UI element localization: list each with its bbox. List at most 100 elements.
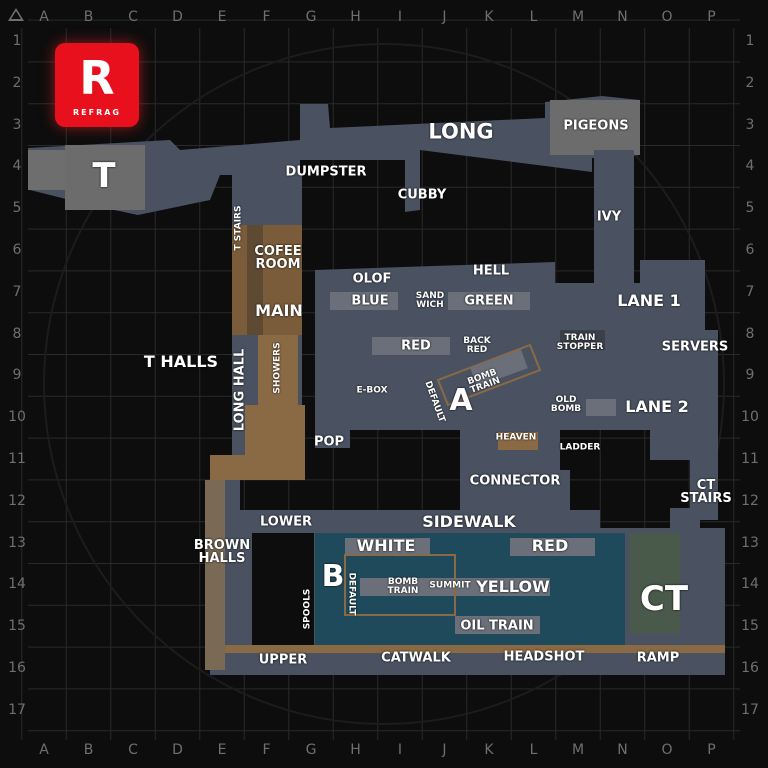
callout-showers: SHOWERS (272, 342, 283, 394)
grid-row-label-left: 13 (8, 534, 26, 551)
grid-col-label-bottom: J (442, 742, 447, 758)
callout-summit: SUMMIT (429, 580, 471, 591)
grid-row-label-right: 5 (745, 200, 755, 217)
callout-cofee-room: COFEE ROOM (254, 244, 302, 272)
callout-yellow: YELLOW (476, 577, 550, 596)
grid-row-label-left: 4 (12, 158, 22, 175)
grid-row-label-left: 14 (8, 576, 26, 593)
connector-area (460, 470, 570, 510)
grid-row-label-right: 2 (745, 74, 755, 91)
callout-catwalk: CATWALK (381, 650, 451, 666)
grid-row-label-right: 14 (741, 576, 759, 593)
grid-row-label-right: 9 (745, 367, 755, 384)
callout-back-red: BACK RED (463, 336, 491, 355)
callout-ramp: RAMP (636, 650, 680, 666)
callout-e-box: E-BOX (356, 385, 388, 396)
a-site-area (315, 260, 718, 520)
callout-t-stairs: T STAIRS (233, 205, 244, 251)
grid-col-label-bottom: E (217, 742, 227, 758)
long-hall-area (210, 175, 305, 480)
ivy-corridor (594, 150, 634, 290)
grid-col-label-top: G (305, 9, 317, 25)
t-spawn-area (28, 96, 640, 255)
grid-row-label-right: 1 (745, 33, 755, 49)
corner-triangle-icon (8, 8, 24, 21)
callout-olof: OLOF (352, 271, 392, 287)
grid-row-label-left: 1 (12, 33, 22, 49)
callout-train-stopper: TRAIN STOPPER (556, 333, 604, 352)
callout-green: GREEN (464, 293, 514, 309)
callout-long-hall: LONG HALL (232, 348, 248, 432)
grid-col-label-top: H (350, 9, 361, 25)
grid-col-label-top: M (571, 9, 585, 25)
callout-hell: HELL (472, 263, 510, 279)
callout-white: WHITE (356, 536, 416, 555)
grid-col-label-bottom: D (172, 742, 183, 758)
logo-glyph: R (79, 51, 115, 105)
b-site-area (205, 480, 725, 675)
grid-col-label-bottom: B (83, 742, 94, 758)
grid-row-label-left: 3 (12, 116, 22, 133)
grid-col-label-bottom: L (529, 742, 538, 758)
grid-row-label-right: 10 (741, 409, 759, 426)
grid-col-label-bottom: N (617, 742, 628, 758)
callout-lower: LOWER (259, 514, 313, 530)
callout-lane2: LANE 2 (625, 397, 689, 416)
grid-col-label-bottom: F (262, 742, 271, 758)
grid-row-label-right: 17 (741, 701, 759, 718)
grid-row-label-right: 6 (745, 242, 755, 258)
grid-row-label-left: 2 (12, 74, 22, 91)
callout-t-halls: T HALLS (143, 352, 219, 371)
grid-col-label-top: F (262, 9, 271, 25)
callout-lane1: LANE 1 (617, 291, 681, 310)
grid-row-label-left: 10 (8, 409, 26, 426)
grid-col-label-top: A (39, 9, 49, 25)
grid-row-label-left: 15 (8, 618, 26, 635)
callout-servers: SERVERS (661, 339, 729, 355)
callout-dumpster: DUMPSTER (285, 164, 367, 180)
grid-col-label-top: C (128, 9, 138, 25)
grid-row-label-left: 7 (12, 283, 22, 300)
callout-a-site: A (449, 383, 473, 418)
grid-row-label-right: 8 (745, 325, 755, 342)
grid-col-label-bottom: C (128, 742, 138, 758)
grid-row-label-left: 11 (8, 451, 26, 467)
grid-col-label-bottom: O (661, 742, 673, 758)
grid-col-label-top: L (529, 9, 538, 25)
callout-default-b: DEFAULT (346, 572, 357, 616)
callout-long: LONG (428, 119, 494, 144)
grid-col-label-bottom: M (571, 742, 585, 758)
callout-ct-stairs: CT STAIRS (680, 478, 732, 506)
grid-row-label-left: 16 (8, 660, 26, 676)
callout-ladder: LADDER (559, 442, 601, 453)
grid-row-label-left: 5 (12, 200, 22, 217)
callout-t: T (92, 156, 116, 196)
callout-old-bomb: OLD BOMB (550, 395, 582, 414)
grid-col-label-bottom: A (39, 742, 49, 758)
grid-col-label-top: I (397, 9, 403, 25)
refrag-logo: R REFRAG (55, 43, 139, 127)
grid-row-label-right: 16 (741, 660, 759, 676)
grid-row-label-left: 8 (12, 325, 22, 342)
callout-headshot: HEADSHOT (503, 649, 585, 665)
grid-row-label-left: 6 (12, 242, 22, 258)
callout-bomb-train-b: BOMB TRAIN (387, 577, 419, 596)
grid-col-label-top: E (217, 9, 227, 25)
callout-brown-halls: BROWN HALLS (193, 538, 251, 566)
callout-blue: BLUE (351, 293, 389, 309)
grid-col-label-top: B (83, 9, 94, 25)
callout-sidewalk: SIDEWALK (422, 512, 516, 531)
grid-row-label-right: 12 (741, 492, 759, 509)
grid-row-label-right: 11 (741, 451, 759, 467)
callout-cubby: CUBBY (397, 187, 447, 203)
logo-brand: REFRAG (72, 108, 121, 117)
grid-col-label-bottom: I (397, 742, 403, 758)
callout-connector: CONNECTOR (469, 473, 561, 489)
grid-row-label-right: 13 (741, 534, 759, 551)
callout-red-b: RED (531, 536, 569, 555)
callout-ct: CT (639, 579, 689, 619)
grid-row-label-right: 15 (741, 618, 759, 635)
callout-ivy: IVY (596, 209, 622, 225)
grid-col-label-bottom: P (707, 742, 716, 758)
